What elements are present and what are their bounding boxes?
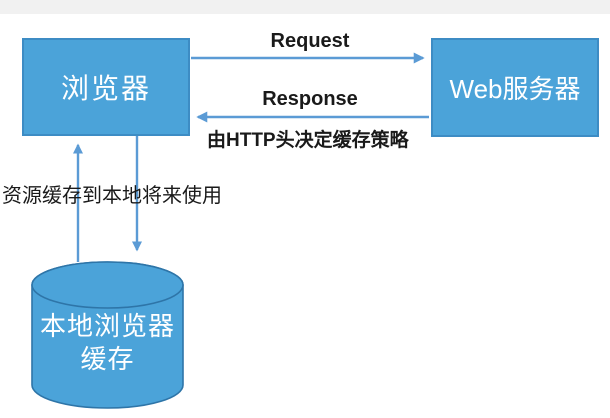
web-server-node: Web服务器 [431,38,599,137]
cylinder-top-ellipse [31,261,184,309]
local-cache-cylinder [31,261,184,409]
local-cache-label-line2: 缓存 [80,345,135,374]
top-strip [0,0,610,14]
local-cache-label-line1: 本地浏览器 [39,312,175,341]
browser-node: 浏览器 [22,38,190,136]
local-cache-label: 本地浏览器 缓存 [32,310,183,376]
response-label: Response [262,88,358,110]
http-cache-policy-note: 由HTTP头决定缓存策略 [207,130,409,151]
request-label: Request [270,30,350,52]
web-server-node-label: Web服务器 [449,74,581,104]
browser-node-label: 浏览器 [60,74,151,105]
resource-cache-note: 资源缓存到本地将来使用 [2,185,222,207]
